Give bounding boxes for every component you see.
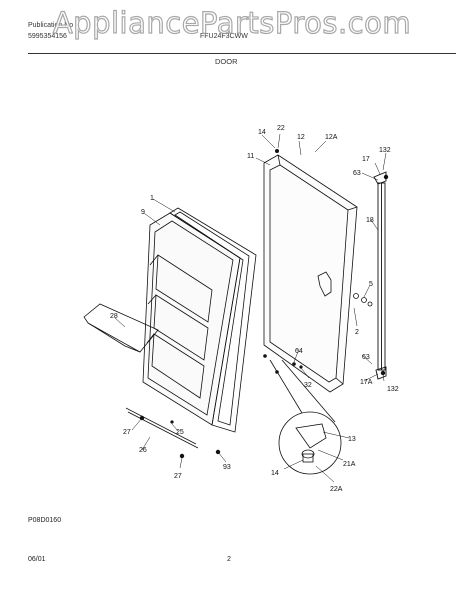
hinge-detail-callout [269, 359, 342, 475]
part-label: 9 [141, 209, 145, 216]
door-outer-panel [263, 154, 358, 393]
part-label: 17 [362, 156, 370, 163]
part-label: 11 [247, 153, 254, 160]
part-label: 17A [360, 379, 373, 386]
door-handle-hardware [317, 271, 373, 307]
part-label: 132 [387, 386, 399, 393]
part-label: 63 [353, 170, 361, 177]
model-number: FFU24F3CWW [200, 33, 248, 40]
figure-code: P08D0160 [28, 517, 62, 524]
part-label: 22A [330, 486, 343, 493]
part-label: 2 [355, 329, 359, 336]
screws [139, 149, 389, 459]
part-label: 27 [123, 429, 131, 436]
section-title: DOOR [215, 57, 238, 66]
part-label: 22 [277, 125, 285, 132]
part-label: 13 [348, 436, 356, 443]
part-callouts: 1 9 11 12 12A 14 22 17 132 63 18 5 2 64 … [110, 125, 399, 493]
watermark-logo-text: AppliancePartsPros.com [52, 5, 412, 40]
part-label: 25 [176, 429, 184, 436]
part-label: 63 [362, 354, 370, 361]
part-label: 1 [150, 195, 154, 202]
part-label: 21A [343, 461, 356, 468]
revision-date: 06/01 [28, 556, 46, 563]
door-gasket [169, 207, 257, 433]
part-label: 28 [110, 313, 118, 320]
part-label: 12A [325, 134, 338, 141]
header-divider [28, 53, 456, 54]
part-label: 93 [223, 464, 231, 471]
part-label: 12 [297, 134, 305, 141]
part-label: 64 [295, 348, 303, 355]
publication-label: Publication No [28, 22, 74, 29]
part-label: 27 [174, 473, 182, 480]
part-label: 14 [271, 470, 279, 477]
part-label: 18 [366, 217, 374, 224]
shelf-rail-26 [125, 407, 199, 449]
page-number: 2 [227, 556, 231, 563]
hinge-pin [373, 171, 387, 380]
publication-number: 5995354156 [28, 33, 67, 40]
part-label: 14 [258, 129, 266, 136]
part-label: 26 [139, 447, 147, 454]
part-label: 32 [304, 382, 312, 389]
part-label: 5 [369, 281, 373, 288]
shelf-28 [83, 303, 159, 353]
door-liner [142, 212, 241, 426]
part-label: 132 [379, 147, 391, 154]
